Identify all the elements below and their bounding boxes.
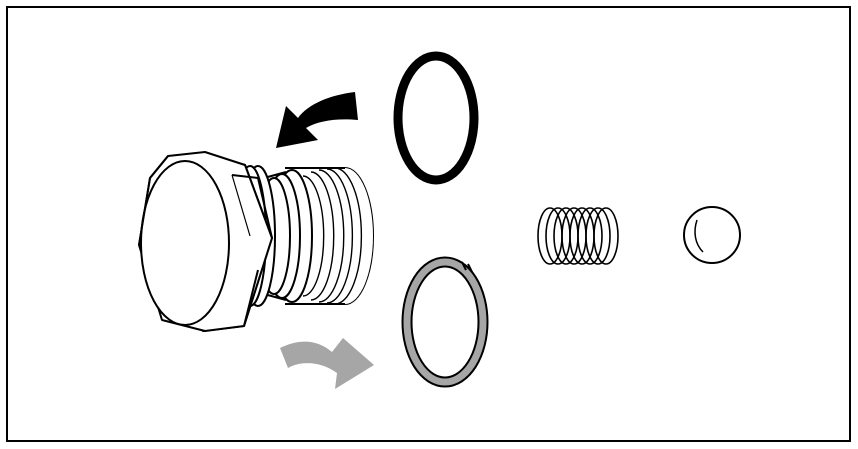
curved-arrow-icon: [276, 92, 358, 148]
curved-arrow-icon: [280, 338, 374, 389]
coil-spring-icon: [537, 207, 619, 265]
check-ball-icon: [683, 206, 741, 264]
hex-plug-icon: [138, 151, 374, 332]
backup-ring-install-arrow: [280, 338, 374, 389]
o-ring-icon: [393, 51, 479, 185]
split-backup-ring-icon: [401, 256, 489, 388]
o-ring-install-arrow: [276, 92, 358, 148]
